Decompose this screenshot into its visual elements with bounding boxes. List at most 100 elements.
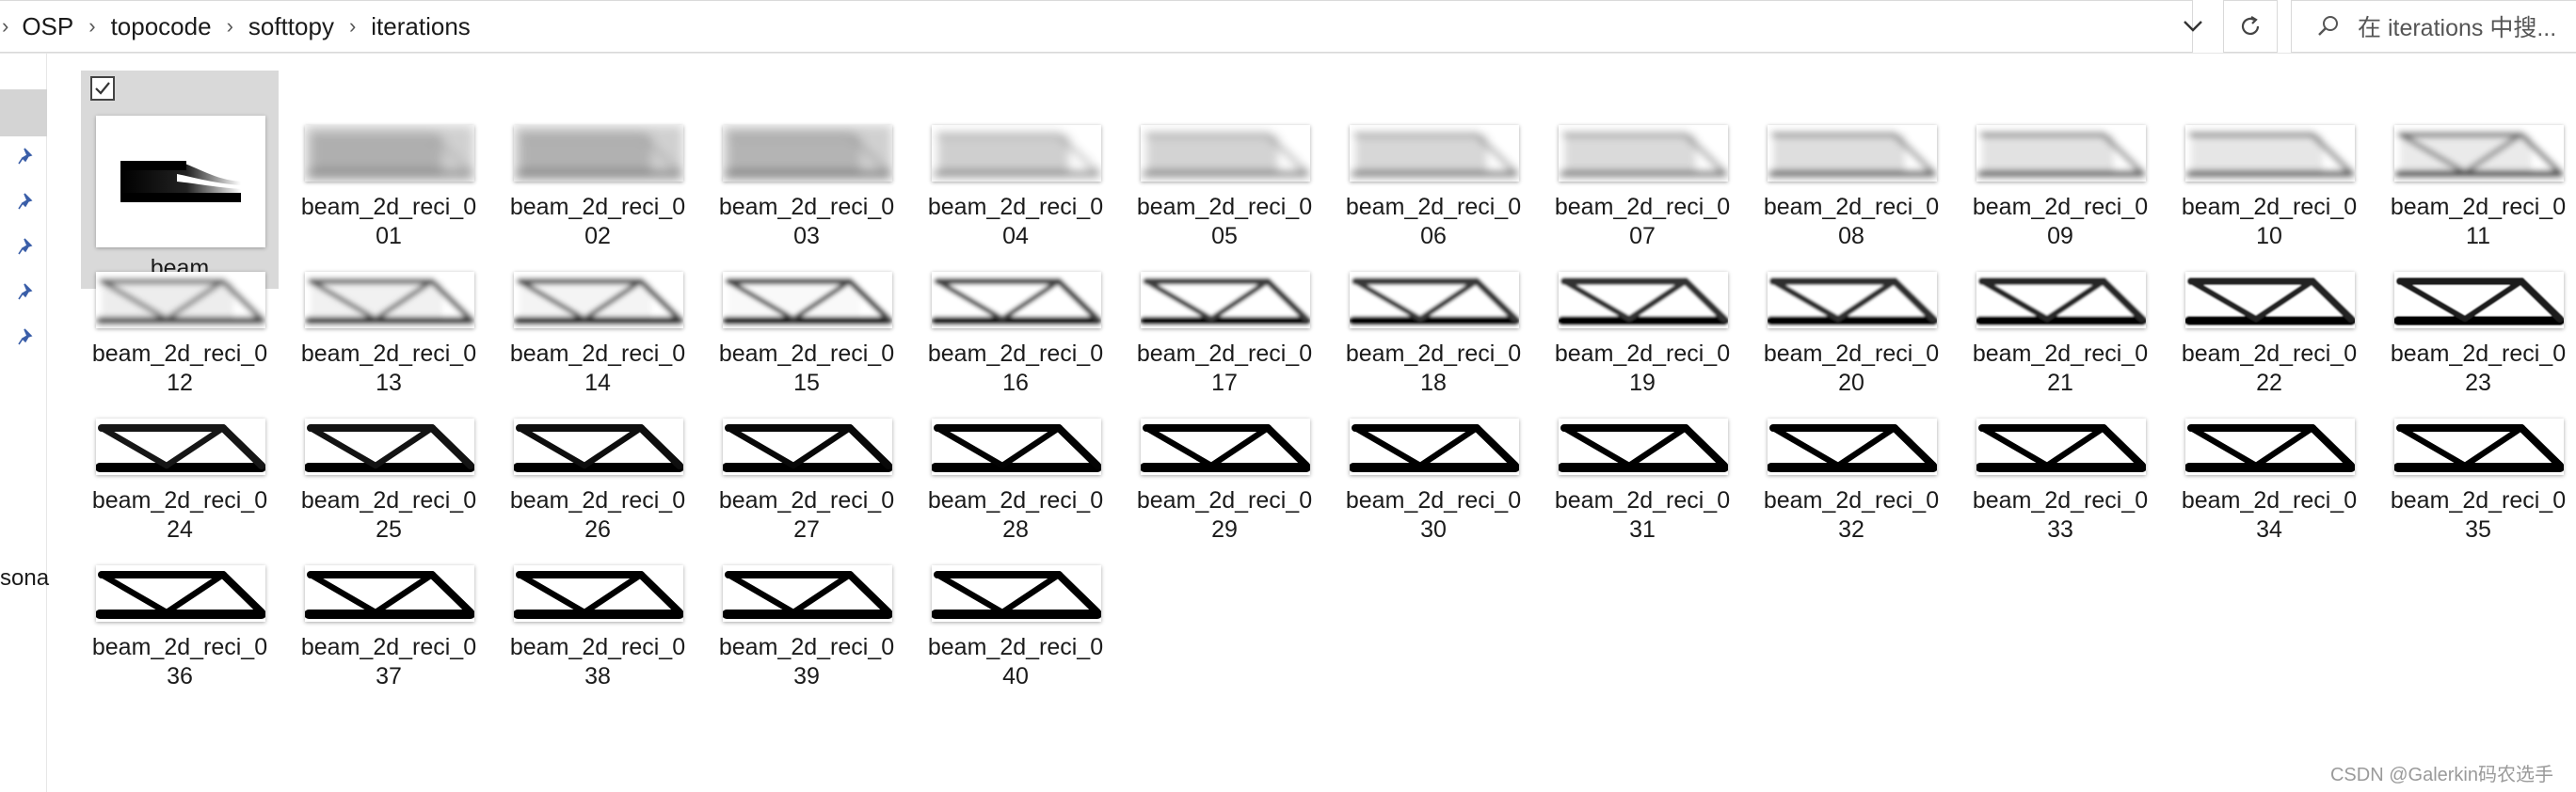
breadcrumb[interactable]: › OSP › topocode › softtopy › iterations <box>0 0 2193 53</box>
pin-icon[interactable] <box>17 326 38 347</box>
pin-icon[interactable] <box>17 236 38 257</box>
nav-item-selected[interactable] <box>0 89 47 136</box>
file-thumbnail <box>2185 272 2355 328</box>
address-toolbar: › OSP › topocode › softtopy › iterations… <box>0 0 2576 54</box>
file-name-line1: beam_2d_reci_0 <box>2390 194 2567 220</box>
file-thumbnail-image <box>723 419 892 475</box>
address-history-dropdown-button[interactable] <box>2168 0 2217 53</box>
file-name-line1: beam_2d_reci_0 <box>718 634 895 660</box>
file-tile-beam_2d_reci_005[interactable]: beam_2d_reci_0 05 <box>1126 125 1323 266</box>
file-thumbnail-image <box>514 419 683 475</box>
file-tile-beam[interactable]: beam <box>81 71 279 289</box>
file-thumbnail-image <box>1559 419 1728 475</box>
nav-item-label[interactable]: sona <box>0 565 50 591</box>
file-thumbnail-image <box>514 272 683 328</box>
file-name-line2: 11 <box>2466 223 2490 249</box>
file-name-line1: beam_2d_reci_0 <box>1972 194 2149 220</box>
file-name-line1: beam_2d_reci_0 <box>1345 341 1522 367</box>
breadcrumb-separator[interactable]: › <box>348 14 357 38</box>
file-thumbnail <box>1768 125 1937 182</box>
file-name-line1: beam_2d_reci_0 <box>1763 487 1940 514</box>
search-input[interactable]: 在 iterations 中搜... <box>2291 0 2576 53</box>
file-name-line2: 05 <box>1211 223 1238 249</box>
file-name-line1: beam_2d_reci_0 <box>300 194 477 220</box>
file-thumbnail <box>1976 125 2146 182</box>
file-name-line1: beam_2d_reci_0 <box>1136 194 1313 220</box>
refresh-button[interactable] <box>2223 0 2278 53</box>
file-name-line2: 01 <box>376 223 402 249</box>
refresh-icon <box>2241 16 2260 35</box>
file-name-line2: 37 <box>376 663 402 689</box>
file-name-line1: beam_2d_reci_0 <box>1554 194 1731 220</box>
breadcrumb-item-topocode[interactable]: topocode <box>110 11 212 40</box>
file-tile-beam_2d_reci_011[interactable]: beam_2d_reci_0 11 <box>2379 125 2576 266</box>
file-thumbnail-image <box>2394 419 2564 475</box>
file-name-line1: beam_2d_reci_0 <box>2390 341 2567 367</box>
file-thumbnail <box>2185 419 2355 475</box>
breadcrumb-item-softtopy[interactable]: softtopy <box>248 11 334 40</box>
breadcrumb-separator[interactable]: › <box>88 14 96 38</box>
file-name-line1: beam_2d_reci_0 <box>91 341 268 367</box>
checkbox-checked-icon[interactable] <box>90 76 115 101</box>
file-tile-beam_2d_reci_001[interactable]: beam_2d_reci_0 01 <box>290 125 488 266</box>
file-thumbnail <box>96 272 265 328</box>
file-thumbnail <box>2394 419 2564 475</box>
file-name-line1: beam_2d_reci_0 <box>300 341 477 367</box>
file-tile-beam_2d_reci_007[interactable]: beam_2d_reci_0 07 <box>1544 125 1741 266</box>
file-name-line1: beam_2d_reci_0 <box>1972 341 2149 367</box>
file-thumbnail <box>305 272 474 328</box>
pin-icon[interactable] <box>17 191 38 212</box>
breadcrumb-item-iterations[interactable]: iterations <box>371 11 471 40</box>
file-thumbnail-image <box>932 272 1101 328</box>
breadcrumb-item-osp[interactable]: OSP <box>22 11 74 40</box>
file-name-line2: 34 <box>2256 516 2282 543</box>
file-thumbnail-image <box>1350 419 1519 475</box>
file-name-line1: beam_2d_reci_0 <box>509 341 686 367</box>
file-thumbnail-image <box>932 419 1101 475</box>
pin-icon[interactable] <box>17 146 38 166</box>
file-name-line2: 38 <box>584 663 611 689</box>
file-name-line2: 27 <box>793 516 820 543</box>
file-name-line2: 07 <box>1629 223 1656 249</box>
navigation-pane: sona <box>0 54 50 792</box>
file-thumbnail-image <box>932 565 1101 622</box>
breadcrumb-separator[interactable]: › <box>226 14 233 38</box>
pin-icon[interactable] <box>17 281 38 302</box>
